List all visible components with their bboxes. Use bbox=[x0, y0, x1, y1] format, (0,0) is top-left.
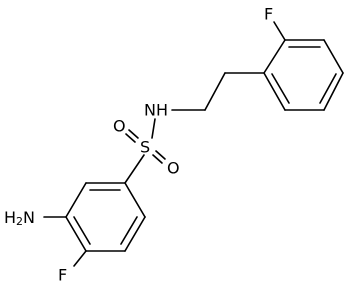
atom-o-right: O bbox=[167, 159, 180, 178]
bond-upper-ring-3 bbox=[323, 72, 344, 111]
bond-upper-ring-double-2 bbox=[319, 73, 337, 104]
bond-nh-s bbox=[151, 118, 156, 139]
bond-ch2-ch2 bbox=[204, 72, 226, 111]
bond-upper-ring-6 bbox=[263, 39, 286, 74]
bond-lower-ring-3 bbox=[65, 216, 87, 252]
atom-f-bottom: F bbox=[58, 266, 67, 285]
bonds bbox=[43, 21, 344, 267]
bond-lower-ring-double-2 bbox=[73, 216, 91, 245]
bond-c-f-top bbox=[273, 21, 286, 41]
bond-lower-ring-6 bbox=[124, 182, 146, 218]
bond-lower-ring-5 bbox=[124, 216, 146, 252]
bond-s-o-left-b bbox=[125, 133, 136, 143]
bond-upper-ring-double-1 bbox=[271, 73, 290, 104]
bond-lower-ring-double-3 bbox=[120, 216, 138, 245]
atom-labels: F NH S O O H2N F bbox=[4, 5, 273, 285]
bond-s-o-left-a bbox=[128, 129, 139, 139]
bond-s-o-right-a bbox=[155, 150, 166, 160]
atom-s: S bbox=[140, 138, 150, 157]
bond-c-f-bottom bbox=[73, 250, 87, 267]
bond-s-o-right-b bbox=[152, 154, 163, 164]
bond-s-ring bbox=[124, 154, 145, 184]
atom-o-left: O bbox=[113, 117, 126, 136]
bond-upper-ring-4 bbox=[323, 39, 344, 74]
bond-lower-ring-2 bbox=[65, 182, 87, 218]
bond-upper-ring-1 bbox=[263, 72, 286, 111]
atom-h2n: H2N bbox=[4, 208, 35, 228]
atom-f-top: F bbox=[264, 5, 273, 24]
atom-nh: NH bbox=[144, 101, 168, 120]
